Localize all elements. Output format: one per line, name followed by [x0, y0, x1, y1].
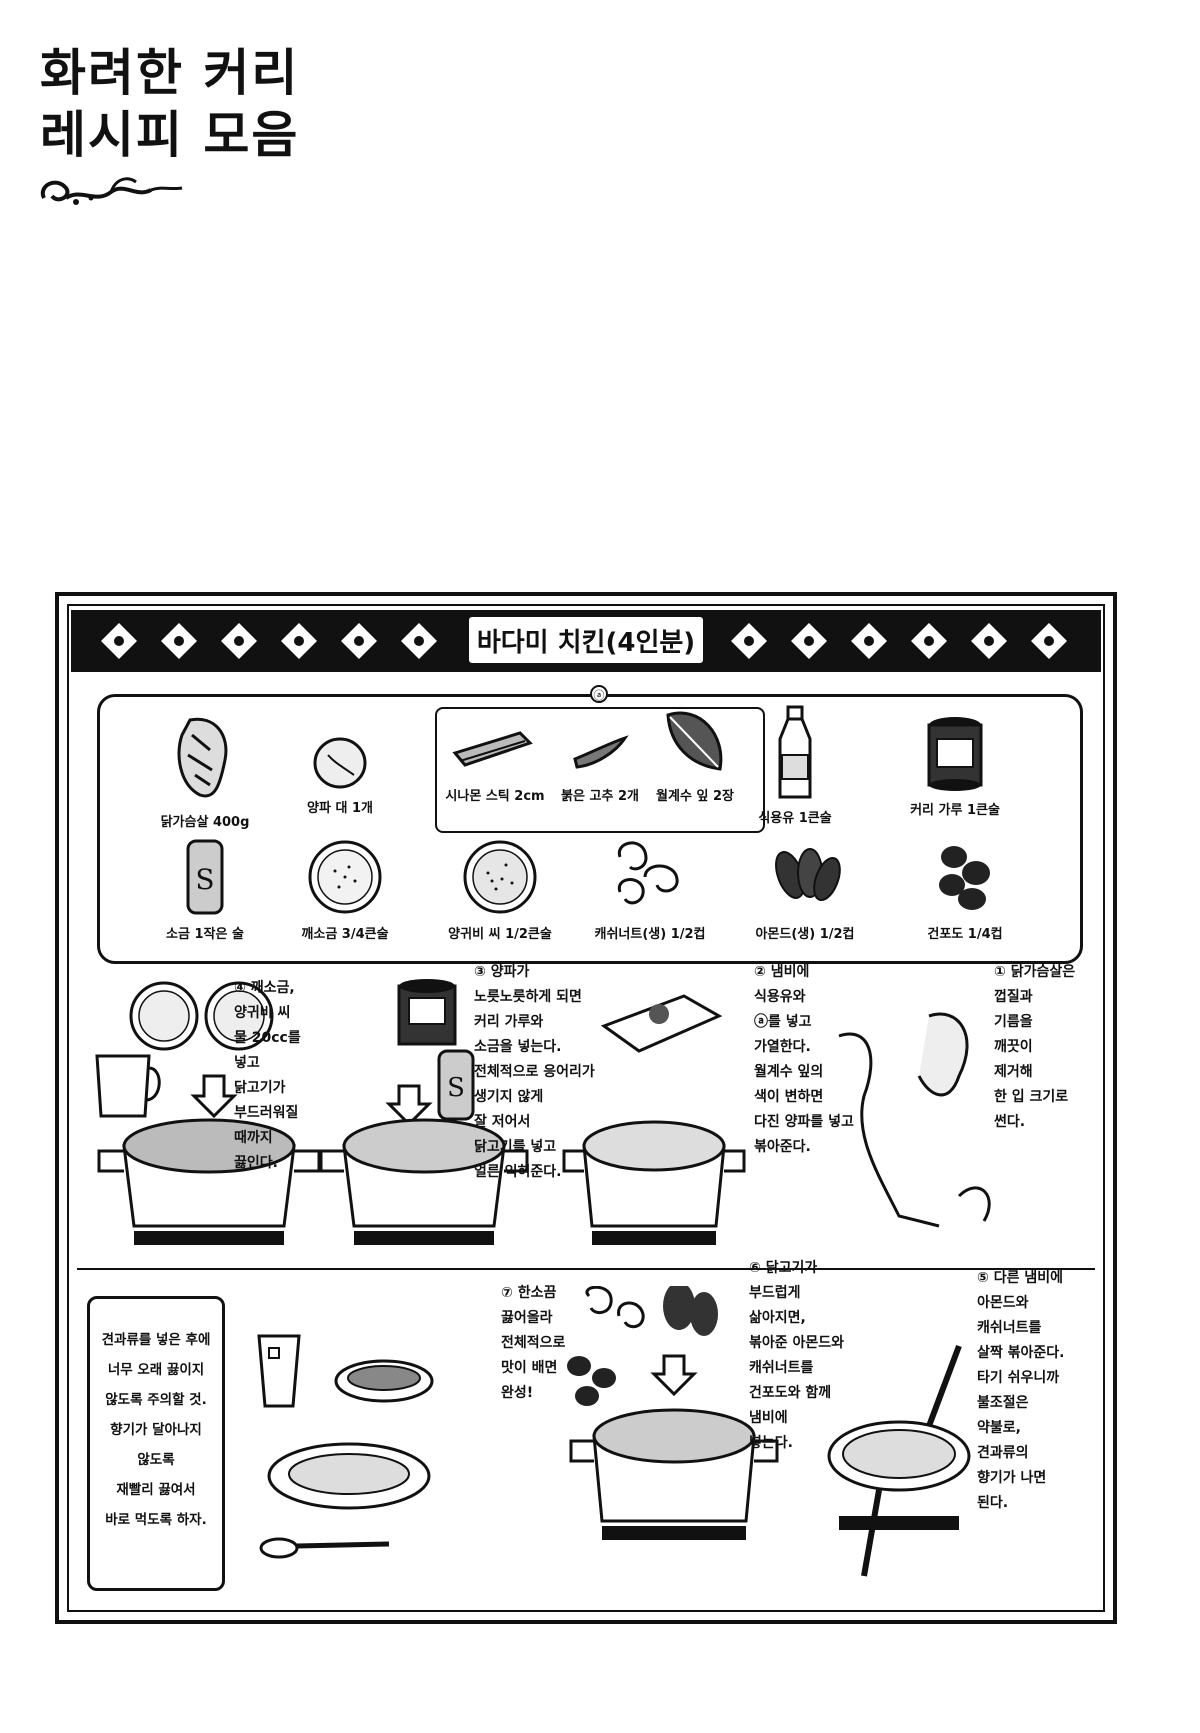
- recipe-panel: 바다미 치킨(4인분) ⓐ 닭가슴살 400g 양파 대 1개 시나몬 스틱: [55, 592, 1117, 1624]
- raisin-icon: [939, 846, 990, 910]
- ingredient-label: 양파 대 1개: [307, 801, 373, 816]
- page-title: 화려한 커리 레시피 모음: [40, 42, 299, 166]
- chicken-breast-icon: [177, 717, 228, 798]
- almond-icon: [775, 848, 841, 902]
- cinnamon-stick-icon: [452, 731, 533, 767]
- ingredient-oil: 식용유 1큰술: [720, 705, 870, 826]
- ingredient-sesame-salt: 깨소금 3/4큰술: [270, 837, 420, 942]
- step-7-text: ⑦ 한소끔 끓어올라 전체적으로 맛이 배면 완성!: [501, 1285, 566, 1401]
- spice-group-box: [435, 707, 765, 833]
- poppy-seed-icon: [463, 840, 537, 914]
- ingredient-label: 커리 가루 1큰술: [910, 803, 1000, 818]
- red-pepper-icon: [573, 735, 629, 769]
- recipe-inner-border: [67, 604, 1105, 1612]
- ingredient-label: 양귀비 씨 1/2큰술: [448, 927, 552, 942]
- ingredient-label: 월계수 잎 2장: [656, 789, 734, 804]
- ingredient-label: 깨소금 3/4큰술: [301, 927, 389, 942]
- step-1-text: ① 닭가슴살은 껍질과 기름을 깨끗이 제거해 한 입 크기로 썬다.: [994, 964, 1076, 1130]
- ingredient-onion: 양파 대 1개: [265, 735, 415, 816]
- flourish-ornament-icon: [40, 177, 183, 205]
- ingredient-chicken: 닭가슴살 400g: [130, 715, 280, 830]
- oil-bottle-icon: [778, 705, 812, 799]
- ingredient-cinnamon: 시나몬 스틱 2cm: [440, 723, 550, 804]
- title-line-2: 레시피 모음: [40, 105, 300, 164]
- title-line-1: 화려한 커리: [40, 43, 300, 102]
- steps-lower-illustration: [257, 1286, 971, 1577]
- ingredient-label: 닭가슴살 400g: [160, 815, 250, 830]
- step-6-text: ⑥ 닭고기가 부드럽게 삶아지면, 볶아준 아몬드와 캐쉬너트를 건포도와 함께…: [749, 1260, 845, 1451]
- marker-a: ⓐ: [590, 685, 608, 703]
- ingredient-salt: S 소금 1작은 술: [130, 837, 280, 942]
- ingredient-curry-powder: 커리 가루 1큰술: [880, 715, 1030, 818]
- svg-text:S: S: [447, 1073, 465, 1103]
- step-5-text: ⑤ 다른 냄비에 아몬드와 캐쉬너트를 살짝 볶아준다. 타기 쉬우니까 불조절…: [977, 1270, 1065, 1511]
- sesame-salt-icon: [308, 840, 382, 914]
- bay-leaf-icon: [666, 711, 723, 771]
- ingredient-label: 식용유 1큰술: [758, 811, 832, 826]
- ingredient-label: 아몬드(생) 1/2컵: [755, 927, 855, 942]
- ingredient-cashew: 캐쉬너트(생) 1/2컵: [575, 837, 725, 942]
- svg-text:S: S: [195, 863, 214, 896]
- recipe-title: 바다미 치킨(4인분): [466, 614, 706, 666]
- ingredient-label: 캐쉬너트(생) 1/2컵: [594, 927, 706, 942]
- step-4-text: ④ 깨소금, 양귀비 씨 물 20cc를 넣고 닭고기가 부드러워질 때까지 끓…: [234, 980, 301, 1171]
- steps-upper-illustration: S: [95, 979, 991, 1245]
- ingredient-label: 건포도 1/4컵: [927, 927, 1003, 942]
- ingredient-bay-leaf: 월계수 잎 2장: [640, 705, 750, 804]
- section-divider: [77, 1268, 1095, 1270]
- ingredient-label: 시나몬 스틱 2cm: [445, 789, 545, 804]
- ingredient-label: 소금 1작은 술: [166, 927, 244, 942]
- onion-icon: [313, 737, 367, 789]
- curry-powder-can-icon: [927, 717, 983, 791]
- ingredient-raisin: 건포도 1/4컵: [890, 837, 1040, 942]
- ingredients-box: ⓐ 닭가슴살 400g 양파 대 1개 시나몬 스틱 2cm: [97, 685, 1083, 964]
- tip-note-box: 견과류를 넣은 후에 너무 오래 끓이지 않도록 주의할 것. 향기가 달아나지…: [87, 1296, 225, 1591]
- step-2-text: ② 냄비에 식용유와 ⓐ를 넣고 가열한다. 월계수 잎의 색이 변하면 다진 …: [754, 964, 854, 1155]
- step-3-text: ③ 양파가 노릇노릇하게 되면 커리 가루와 소금을 넣는다. 전체적으로 응어…: [474, 964, 595, 1180]
- ingredient-label: 붉은 고추 2개: [561, 789, 639, 804]
- ingredient-almond: 아몬드(생) 1/2컵: [730, 837, 880, 942]
- ingredient-red-pepper: 붉은 고추 2개: [545, 723, 655, 804]
- salt-shaker-icon: S: [186, 839, 224, 915]
- ingredient-poppy-seed: 양귀비 씨 1/2큰술: [425, 837, 575, 942]
- cashew-icon: [617, 841, 679, 905]
